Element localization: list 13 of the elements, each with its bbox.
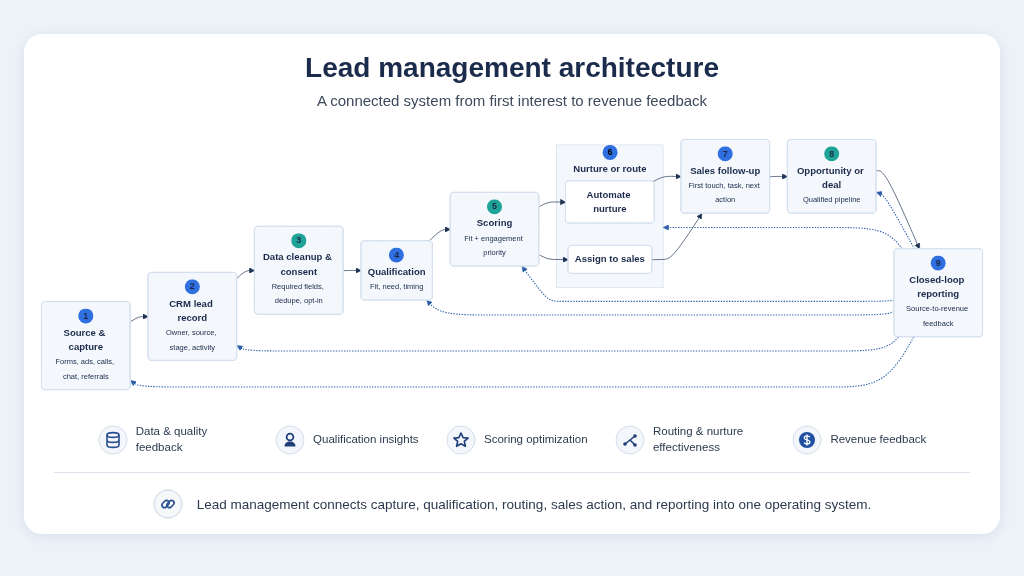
arrow: [426, 300, 895, 317]
arrow: [236, 336, 899, 353]
feedback-label: Routing & nurture effectiveness: [652, 424, 745, 455]
arrow: [130, 336, 915, 389]
feedback-label: Scoring optimization: [484, 432, 588, 448]
diagram-title: Lead management architecture: [305, 52, 719, 84]
arrow: [876, 191, 916, 250]
feedback-label: Data & quality feedback: [135, 424, 209, 455]
arrow: [662, 224, 903, 250]
subtitle: A connected system from first interest to revenue feedback: [316, 92, 708, 109]
caption: Lead management connects capture, qualification, routing, sales action, and reporting into one operating system.: [196, 496, 872, 512]
feedback-label: Qualification insights: [313, 432, 419, 448]
feedback-label: Revenue feedback: [830, 432, 927, 448]
